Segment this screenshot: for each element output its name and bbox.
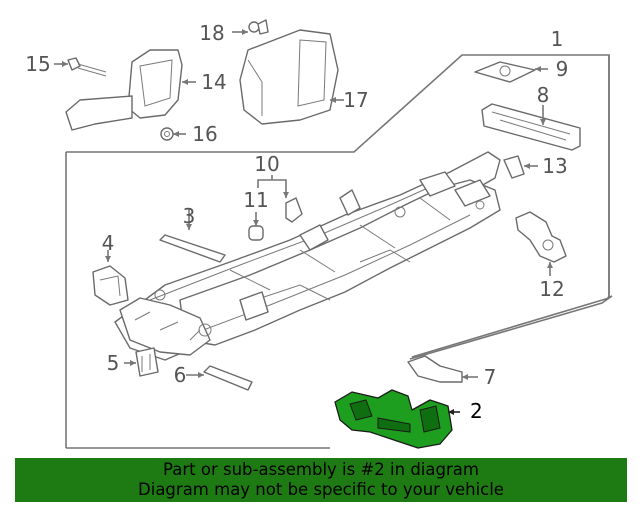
- callout-12: 12: [539, 277, 564, 301]
- part-15-bolt: [54, 57, 107, 77]
- callout-16: 16: [192, 122, 217, 146]
- callout-labels: 1 2 3 4 5 6 7 8 9 10 11 12 13 14 15 16 1…: [25, 21, 568, 423]
- part-5-plate: [124, 347, 159, 377]
- callout-9: 9: [556, 57, 569, 81]
- callout-11: 11: [243, 188, 268, 212]
- part-2-crossmember-highlighted[interactable]: [334, 389, 460, 449]
- frame-assembly: [114, 151, 501, 361]
- banner-line-2: Diagram may not be specific to your vehi…: [138, 480, 504, 499]
- part-8-bar: [481, 103, 581, 151]
- callout-14: 14: [201, 70, 226, 94]
- callout-arrows: [62, 29, 553, 415]
- callout-5: 5: [107, 351, 120, 375]
- callout-6: 6: [174, 363, 187, 387]
- part-4-bracket: [92, 250, 129, 306]
- part-17-shield: [239, 29, 344, 125]
- part-13-bracket: [503, 155, 538, 179]
- callout-17: 17: [343, 88, 368, 112]
- callout-3: 3: [183, 204, 196, 228]
- part-12-mount: [515, 211, 567, 276]
- callout-8: 8: [537, 83, 550, 107]
- part-9-plate: [474, 61, 548, 83]
- frame-group-outline: [65, 54, 613, 449]
- part-18-clip: [232, 19, 269, 35]
- banner-line-1: Part or sub-assembly is #2 in diagram: [163, 460, 479, 479]
- callout-10: 10: [254, 152, 279, 176]
- callout-4: 4: [102, 231, 115, 255]
- callout-7: 7: [484, 365, 497, 389]
- part-6-bar: [186, 365, 253, 391]
- callout-13: 13: [542, 154, 567, 178]
- callout-18: 18: [199, 21, 224, 45]
- part-14-insulator: [65, 49, 196, 131]
- callout-1: 1: [551, 27, 564, 51]
- callout-15: 15: [25, 52, 50, 76]
- callout-2: 2: [470, 399, 483, 423]
- info-banner: Part or sub-assembly is #2 in diagram Di…: [15, 458, 627, 502]
